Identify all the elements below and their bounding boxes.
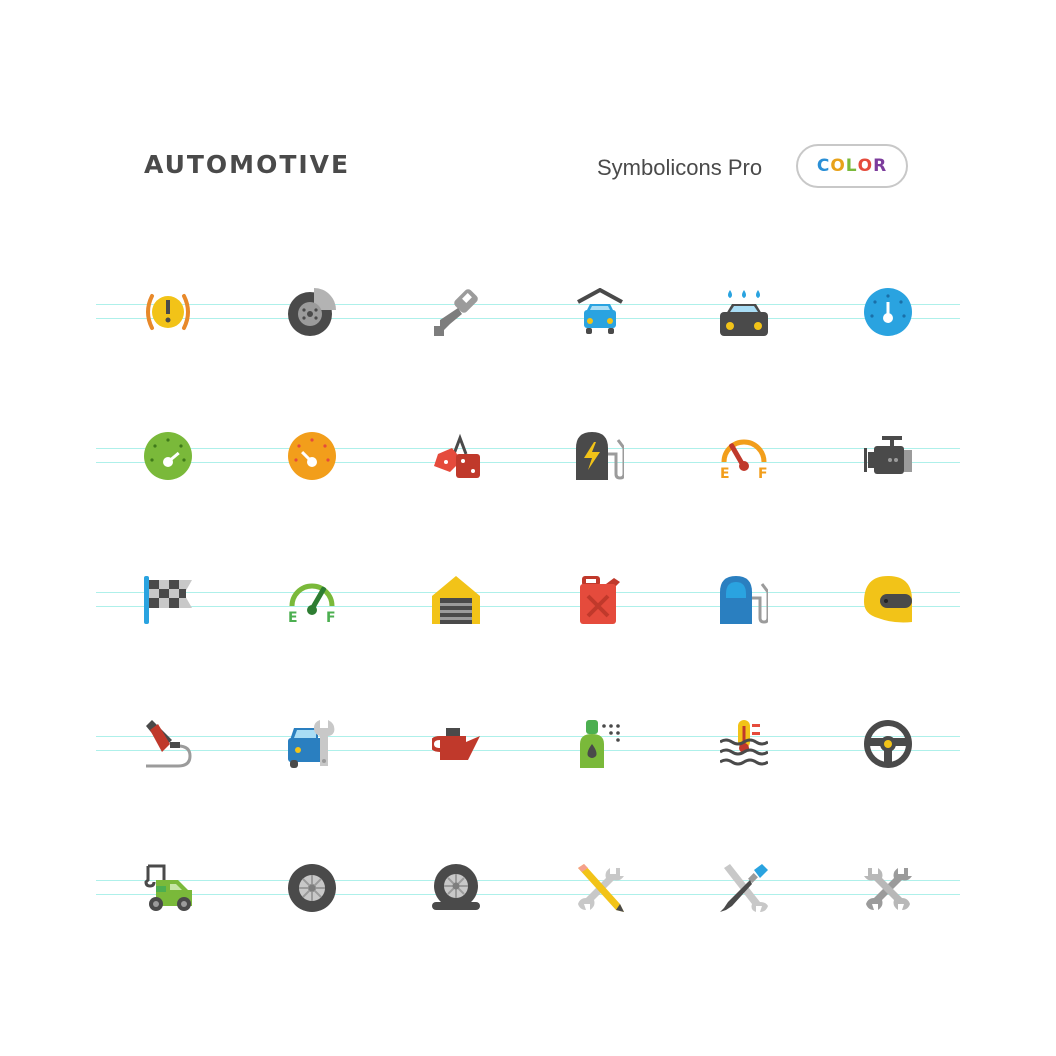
svg-text:F: F	[326, 610, 336, 624]
guide-line	[96, 462, 960, 463]
badge-letter: L	[845, 156, 858, 176]
electric-charging-station-icon	[576, 432, 624, 480]
brand-name: Symbolicons Pro	[597, 155, 763, 180]
car-shampoo-bottle-icon	[576, 720, 624, 768]
garage-door-icon	[432, 576, 480, 624]
tow-truck-icon	[144, 864, 192, 912]
oil-can-icon	[432, 720, 480, 768]
brake-disc-icon	[288, 288, 336, 336]
car-wash-icon	[720, 288, 768, 336]
guide-line	[96, 304, 960, 305]
engine-icon	[864, 432, 912, 480]
badge-letter: C	[816, 156, 831, 176]
fuel-gauge-icon: E F	[720, 432, 768, 480]
flat-tire-icon	[432, 864, 480, 912]
badge-letter: R	[873, 156, 888, 176]
guide-line	[96, 750, 960, 751]
car-key-icon	[432, 288, 480, 336]
fuel-gauge-green-icon: E F	[288, 576, 336, 624]
guide-line	[96, 894, 960, 895]
garage-car-icon	[576, 288, 624, 336]
blue-gauge-icon	[864, 288, 912, 336]
svg-text:F: F	[758, 466, 768, 480]
jerry-can-icon	[576, 576, 624, 624]
steering-wheel-icon	[864, 720, 912, 768]
guide-line	[96, 318, 960, 319]
page-title: AUTOMOTIVE	[144, 150, 351, 179]
badge-letter: O	[830, 156, 846, 176]
racing-helmet-icon	[864, 576, 912, 624]
badge-letter: O	[857, 156, 874, 176]
guide-line	[96, 592, 960, 593]
jumper-cable-icon	[144, 720, 192, 768]
green-gauge-icon	[144, 432, 192, 480]
pencil-wrench-icon	[576, 864, 624, 912]
screwdriver-wrench-icon	[720, 864, 768, 912]
svg-text:E: E	[288, 610, 298, 624]
coolant-temperature-icon	[720, 720, 768, 768]
guide-line	[96, 606, 960, 607]
crossed-wrenches-icon	[864, 864, 912, 912]
tire-pressure-warning-icon	[144, 288, 192, 336]
checkered-flag-icon	[144, 576, 192, 624]
tire-icon	[288, 864, 336, 912]
price-tags-icon	[432, 432, 480, 480]
guide-line	[96, 448, 960, 449]
guide-line	[96, 736, 960, 737]
guide-line	[96, 880, 960, 881]
orange-gauge-icon	[288, 432, 336, 480]
gas-pump-icon	[720, 576, 768, 624]
svg-text:E: E	[720, 466, 730, 480]
car-repair-icon	[288, 720, 336, 768]
